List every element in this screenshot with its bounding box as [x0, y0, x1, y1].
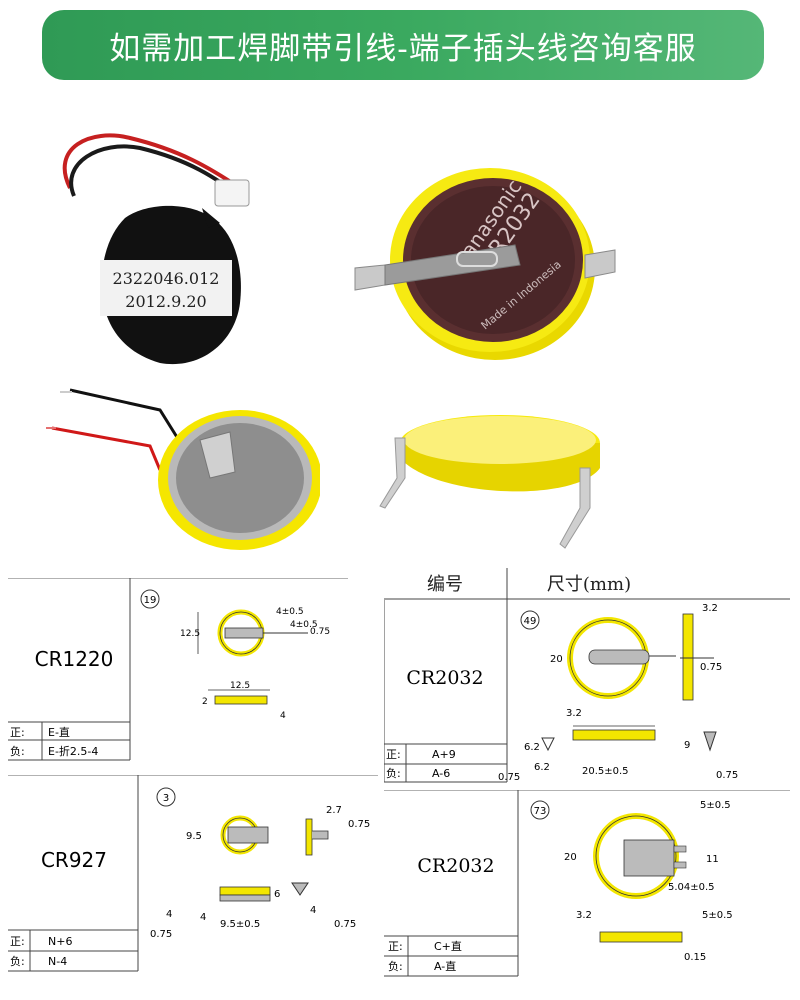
dim: 2: [202, 697, 208, 707]
header-code: 编号: [427, 574, 463, 595]
drawing-cr2032-73: CR2032 正: C+直 负: A-直 73 5±0.5 20 11 5.04…: [384, 790, 790, 977]
dim: 4: [200, 912, 206, 923]
dim: 4: [280, 711, 286, 721]
neg-value: E-折2.5-4: [48, 744, 98, 758]
title-banner: 如需加工焊脚带引线-端子插头线咨询客服: [42, 10, 764, 80]
neg-value: N-4: [48, 955, 67, 968]
dim: 5.04±0.5: [668, 882, 715, 893]
header-size: 尺寸(mm): [547, 574, 631, 595]
model-cr2032: CR2032: [406, 667, 483, 689]
dim: 0.75: [498, 772, 520, 783]
drawing-cr927: CR927 正: N+6 负: N-4 3 2.7 9.5 0.75 6 4 4…: [8, 775, 378, 972]
drawing-cr2032-49: CR2032 正: A+9 负: A-6 49 3.2 20 0.75 3.2 …: [384, 600, 738, 783]
dim: 12.5: [180, 629, 200, 639]
dim: 12.5: [230, 681, 250, 691]
model-cr2032-73: CR2032: [417, 855, 494, 877]
neg-value: A-6: [432, 767, 450, 780]
dim: 4±0.5: [290, 620, 318, 630]
dim: 20.5±0.5: [582, 766, 629, 777]
pos-label: 正:: [386, 748, 401, 761]
pos-value: C+直: [434, 939, 462, 953]
dim: 20: [550, 654, 563, 665]
pos-value: A+9: [432, 748, 456, 761]
wired-coin-photo: [46, 388, 320, 550]
dim: 20: [564, 852, 577, 863]
panasonic-coin-photo: Panasonic CR2032 Made in Indonesia: [354, 168, 616, 360]
neg-label: 负:: [10, 744, 25, 758]
drawing-cr1220: CR1220 正: E-直 负: E-折2.5-4 19 4±0.5 4±0.5…: [8, 578, 348, 761]
dim: 6: [274, 889, 280, 900]
dim: 0.75: [334, 919, 356, 930]
index-73: 73: [534, 806, 547, 817]
pos-label: 正:: [10, 726, 25, 739]
dim: 0.75: [348, 819, 370, 830]
dim: 4±0.5: [276, 607, 304, 617]
pinned-coin-photo: [379, 415, 600, 549]
index-3: 3: [163, 793, 169, 804]
dim: 9: [684, 740, 690, 751]
index-19: 19: [144, 595, 157, 606]
model-cr927: CR927: [41, 848, 107, 872]
dim: 5±0.5: [700, 800, 731, 811]
neg-label: 负:: [10, 954, 25, 968]
banner-text: 如需加工焊脚带引线-端子插头线咨询客服: [109, 30, 697, 67]
model-cr1220: CR1220: [35, 647, 114, 671]
dim: 9.5: [186, 831, 202, 842]
dim: 6.2: [534, 762, 550, 773]
pos-value: E-直: [48, 725, 70, 739]
dim: 5±0.5: [702, 910, 733, 921]
neg-label: 负:: [388, 959, 403, 973]
dim: 6.2: [524, 742, 540, 753]
dim: 0.75: [310, 627, 330, 637]
neg-value: A-直: [434, 959, 456, 973]
dim: 0.15: [684, 952, 706, 963]
dim: 0.75: [700, 662, 722, 673]
dim: 9.5±0.5: [220, 919, 260, 930]
pos-value: N+6: [48, 935, 72, 948]
battery-label-line2: 2012.9.20: [125, 292, 206, 311]
dim: 3.2: [702, 603, 718, 614]
pos-label: 正:: [388, 940, 403, 953]
dim: 2.7: [326, 805, 342, 816]
table-header: 编号 尺寸(mm): [384, 568, 790, 600]
dim: 3.2: [576, 910, 592, 921]
battery-label-line1: 2322046.012: [113, 269, 220, 288]
dim: 4: [166, 909, 172, 920]
potted-battery-photo: 2322046.012 2012.9.20: [62, 133, 250, 365]
neg-label: 负:: [386, 766, 401, 780]
dim: 0.75: [716, 770, 738, 781]
dim: 11: [706, 854, 719, 865]
dim: 0.75: [150, 929, 172, 940]
dim: 4: [310, 905, 316, 916]
dim: 3.2: [566, 708, 582, 719]
pos-label: 正:: [10, 935, 25, 948]
index-49: 49: [524, 616, 537, 627]
